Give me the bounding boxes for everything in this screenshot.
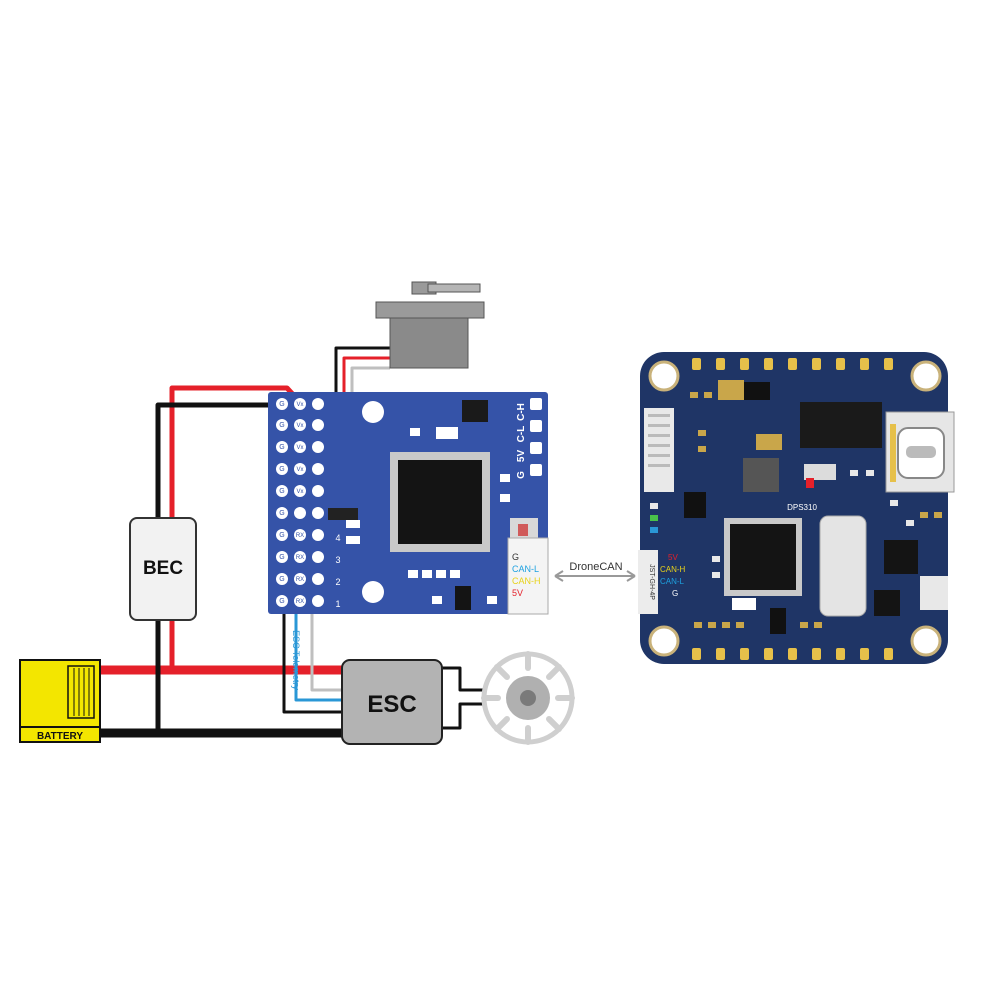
can-connector-pin-5v: 5V bbox=[512, 588, 523, 598]
servo-plug bbox=[328, 508, 358, 520]
bec-module: BEC bbox=[129, 517, 197, 621]
fc-can-pin-can-h: CAN-H bbox=[660, 565, 686, 574]
svg-text:G: G bbox=[279, 598, 284, 605]
can-connector-pin-g: G bbox=[512, 552, 519, 562]
can-side-labels: C-H C-L 5V G bbox=[516, 403, 527, 479]
battery: BATTERY bbox=[19, 659, 101, 743]
svg-text:G: G bbox=[279, 576, 284, 583]
fc-can-pin-5v: 5V bbox=[668, 553, 678, 562]
dronecan-link: DroneCAN bbox=[554, 561, 636, 582]
svg-text:RX: RX bbox=[296, 599, 304, 605]
fc-top-pads bbox=[692, 358, 893, 370]
fc-bottom-pads bbox=[692, 648, 893, 660]
ground-pin-labels: G G G G G G G G G G bbox=[279, 401, 284, 605]
esc-module: ESC bbox=[341, 659, 443, 745]
fc-mcu bbox=[724, 518, 802, 596]
fc-barometer bbox=[743, 458, 779, 492]
svg-text:4: 4 bbox=[335, 533, 340, 543]
svg-text:G: G bbox=[279, 422, 284, 429]
can-connector-pin-can-h: CAN-H bbox=[512, 576, 541, 586]
rx-pin-labels: RX RX RX RX bbox=[296, 533, 304, 605]
svg-text:C-L: C-L bbox=[516, 426, 527, 443]
svg-text:G: G bbox=[279, 532, 284, 539]
can-connector: G CAN-L CAN-H 5V bbox=[507, 537, 549, 615]
svg-text:2: 2 bbox=[335, 577, 340, 587]
esc-label: ESC bbox=[367, 691, 416, 718]
motor-wire-a bbox=[442, 666, 485, 692]
servo bbox=[375, 281, 485, 369]
bec-ground-wire bbox=[155, 402, 283, 733]
svg-text:RX: RX bbox=[296, 555, 304, 561]
svg-text:G: G bbox=[516, 471, 527, 479]
fc-mount-hole bbox=[648, 625, 680, 657]
pin-header bbox=[276, 398, 324, 607]
fc-chip-label: DPS310 bbox=[787, 503, 817, 512]
motor bbox=[481, 651, 575, 745]
svg-text:RX: RX bbox=[296, 533, 304, 539]
svg-text:Vx: Vx bbox=[296, 445, 303, 451]
svg-text:G: G bbox=[279, 488, 284, 495]
fc-mount-hole bbox=[648, 360, 680, 392]
svg-text:RX: RX bbox=[296, 577, 304, 583]
battery-label: BATTERY bbox=[37, 731, 83, 742]
mcu-chip bbox=[390, 452, 490, 552]
fc-can-pin-can-l: CAN-L bbox=[660, 577, 685, 586]
fc-connector-label: JST-GH-4P bbox=[648, 564, 655, 600]
vx-pin-labels: Vx Vx Vx Vx Vx bbox=[296, 402, 303, 495]
can-node-board: G G G G G G G G G G Vx Vx Vx Vx Vx RX RX… bbox=[268, 392, 549, 615]
can-side-pads bbox=[530, 398, 542, 476]
mount-hole bbox=[362, 401, 384, 423]
esc-signal-wire bbox=[310, 607, 342, 692]
svg-text:Vx: Vx bbox=[296, 402, 303, 408]
fc-mount-hole bbox=[910, 625, 942, 657]
svg-text:Vx: Vx bbox=[296, 467, 303, 473]
can-connector-pin-can-l: CAN-L bbox=[512, 564, 539, 574]
svg-text:Vx: Vx bbox=[296, 489, 303, 495]
svg-text:G: G bbox=[279, 510, 284, 517]
bec-label: BEC bbox=[143, 558, 183, 579]
svg-text:G: G bbox=[279, 401, 284, 408]
fc-can-connector: JST-GH-4P 5V CAN-H CAN-L G bbox=[638, 550, 686, 614]
pin-number-labels: 4 3 2 1 bbox=[335, 533, 340, 609]
esc-telemetry-wire bbox=[294, 607, 342, 702]
fc-white-module bbox=[819, 515, 867, 617]
svg-text:G: G bbox=[279, 444, 284, 451]
fc-can-pin-g: G bbox=[672, 589, 678, 598]
fc-usb-c-port bbox=[885, 411, 955, 493]
flight-controller: DPS310 JS bbox=[638, 352, 955, 664]
motor-wire-b bbox=[442, 702, 485, 730]
svg-text:G: G bbox=[279, 466, 284, 473]
svg-text:3: 3 bbox=[335, 555, 340, 565]
svg-text:5V: 5V bbox=[516, 450, 527, 463]
battery-connector bbox=[67, 665, 95, 719]
dronecan-label: DroneCAN bbox=[569, 561, 622, 573]
svg-text:1: 1 bbox=[335, 599, 340, 609]
fc-mount-hole bbox=[910, 360, 942, 392]
svg-text:C-H: C-H bbox=[516, 403, 527, 421]
svg-text:Vx: Vx bbox=[296, 423, 303, 429]
esc-telemetry-label: ESC Telemetry bbox=[291, 630, 301, 690]
fc-left-connector bbox=[644, 408, 674, 492]
fc-top-chip bbox=[800, 402, 882, 448]
svg-text:G: G bbox=[279, 554, 284, 561]
esc-ground-wire bbox=[282, 607, 342, 714]
mount-hole bbox=[362, 581, 384, 603]
